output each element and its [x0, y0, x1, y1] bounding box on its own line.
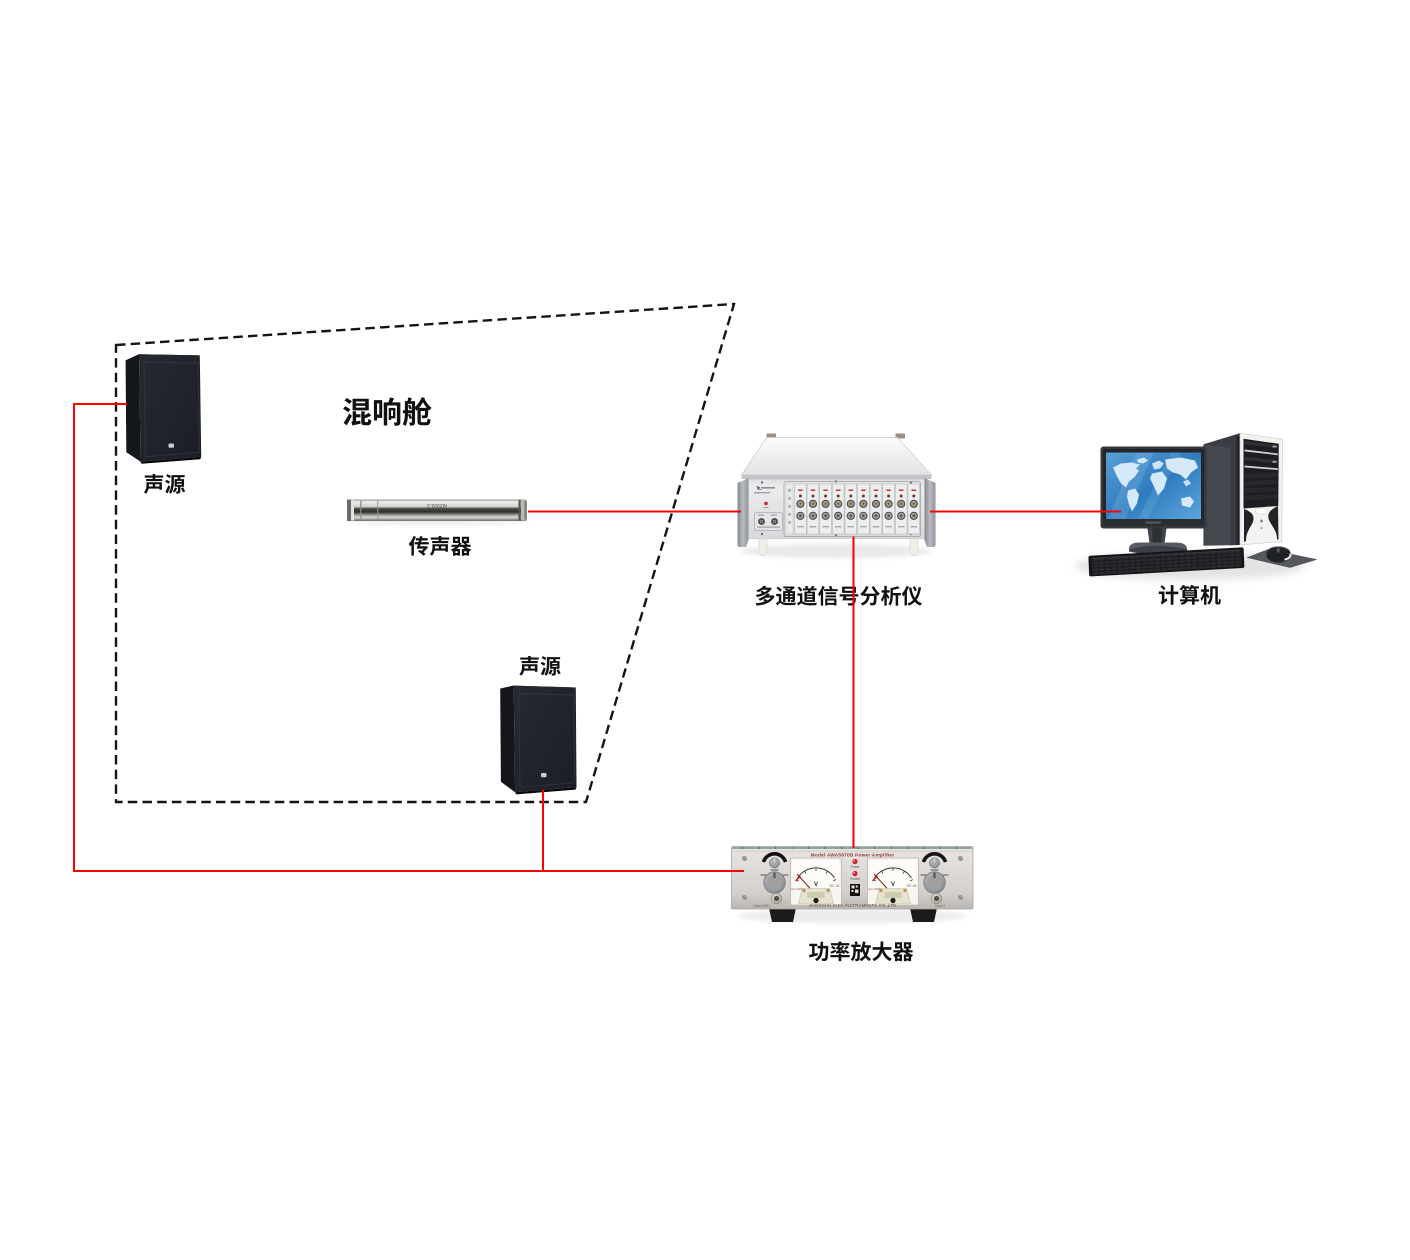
svg-text:com 300Vs: com 300Vs [868, 887, 884, 891]
svg-text:Input 1/BTL: Input 1/BTL [753, 904, 771, 908]
svg-text:DC-15: DC-15 [907, 884, 917, 888]
svg-text:Power: Power [850, 865, 860, 869]
svg-text:XX: XX [853, 897, 857, 901]
svg-text:M2003.3: M2003.3 [427, 502, 447, 508]
svg-text:JIANGSHU XIJIA INSTRUMENTS CO.: JIANGSHU XIJIA INSTRUMENTS CO.,LTD [809, 903, 897, 908]
svg-text:DC-15: DC-15 [830, 884, 840, 888]
svg-text:Protect: Protect [850, 877, 860, 881]
svg-text:com 300Vs: com 300Vs [791, 887, 807, 891]
svg-text:Input 2: Input 2 [935, 904, 945, 908]
svg-text:Model AWA5870B Power Amplifier: Model AWA5870B Power Amplifier [811, 853, 895, 859]
svg-text:V: V [814, 882, 818, 888]
svg-text:V: V [891, 882, 895, 888]
